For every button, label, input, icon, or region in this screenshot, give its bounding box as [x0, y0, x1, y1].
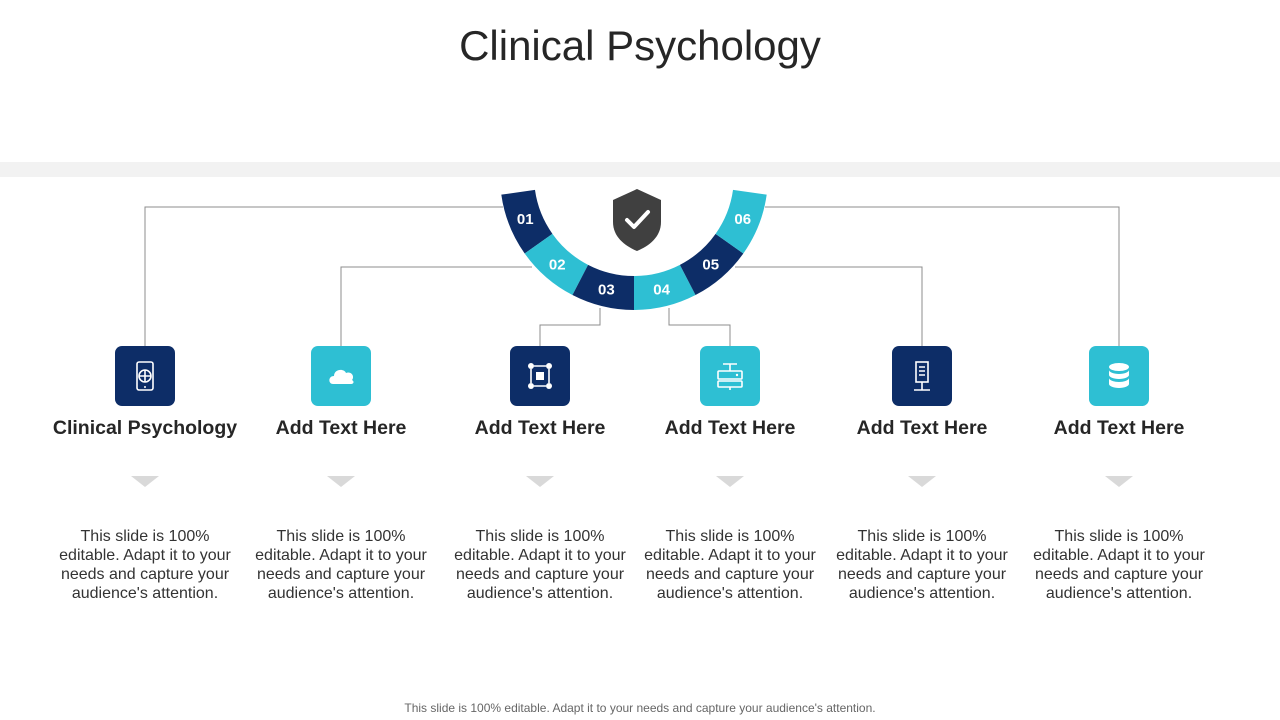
ring-segment-label: 03	[598, 282, 615, 299]
ring-segment-label: 05	[702, 256, 719, 273]
column-icon-box	[892, 346, 952, 406]
column-description: This slide is 100% editable. Adapt it to…	[644, 528, 816, 602]
column-description: This slide is 100% editable. Adapt it to…	[59, 528, 231, 602]
column-heading: Add Text Here	[856, 417, 988, 439]
cloud-icon	[329, 369, 354, 384]
mobile-globe-icon	[136, 361, 154, 391]
caret-down-icon	[908, 476, 936, 487]
database-icon	[1109, 363, 1129, 388]
column-icon-box	[115, 346, 175, 406]
network-people-icon	[528, 363, 552, 389]
ring-segment-label: 06	[734, 211, 751, 228]
connector-line-2	[340, 266, 532, 346]
connector-line-3	[539, 308, 601, 346]
column-icon-box	[510, 346, 570, 406]
column-heading: Add Text Here	[664, 417, 796, 439]
numbered-ring: 01 02 03 04 05 06	[501, 189, 767, 310]
connector-lines	[144, 206, 1120, 346]
column-icon-box	[1089, 346, 1149, 406]
server-network-icon	[717, 363, 743, 390]
column-heading: Clinical Psychology	[52, 417, 238, 439]
column-description: This slide is 100% editable. Adapt it to…	[836, 528, 1008, 602]
connector-line-5	[735, 266, 923, 346]
ring-segment-03	[572, 264, 634, 310]
ring-segment-05	[679, 233, 744, 296]
ring-segment-label: 01	[517, 211, 534, 228]
column-heading: Add Text Here	[275, 417, 407, 439]
column-description: This slide is 100% editable. Adapt it to…	[1033, 528, 1205, 602]
ring-segment-label: 02	[549, 256, 566, 273]
ring-segment-04	[634, 264, 696, 310]
ring-segment-01	[501, 189, 553, 254]
top-band	[0, 162, 1280, 177]
column-heading: Add Text Here	[1053, 417, 1185, 439]
ring-segment-06	[715, 189, 767, 254]
connector-line-4	[668, 308, 731, 346]
column-heading: Add Text Here	[474, 417, 606, 439]
column-description: This slide is 100% editable. Adapt it to…	[255, 528, 427, 602]
column-icon-box	[700, 346, 760, 406]
column-icon-box	[311, 346, 371, 406]
caret-down-icon	[131, 476, 159, 487]
caret-down-icon	[526, 476, 554, 487]
caret-down-icon	[327, 476, 355, 487]
shield-check-icon	[613, 189, 661, 251]
column-description: This slide is 100% editable. Adapt it to…	[454, 528, 626, 602]
caret-down-icon	[1105, 476, 1133, 487]
ring-segment-label: 04	[653, 282, 670, 299]
connector-line-1	[144, 206, 503, 346]
caret-down-icon	[716, 476, 744, 487]
server-rack-icon	[914, 361, 930, 391]
ring-segment-02	[524, 233, 589, 296]
footer-note: This slide is 100% editable. Adapt it to…	[404, 701, 876, 715]
page-title: Clinical Psychology	[459, 22, 821, 69]
connector-line-6	[765, 206, 1120, 346]
